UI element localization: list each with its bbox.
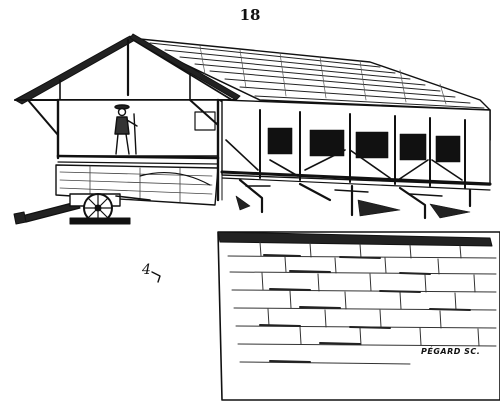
- hoarding-windows: [267, 127, 461, 163]
- page-number: 18: [239, 6, 261, 24]
- cannon: [13, 193, 151, 225]
- gallery-hoarding: [220, 99, 492, 220]
- figure-label: 4: [142, 262, 151, 278]
- engraver-signature: PÉGARD SC.: [421, 347, 481, 356]
- soldier-figure: [114, 104, 138, 155]
- key-mark-icon: [151, 271, 161, 283]
- gallery-open-bay: [27, 98, 223, 202]
- masonry-wall: [217, 231, 500, 401]
